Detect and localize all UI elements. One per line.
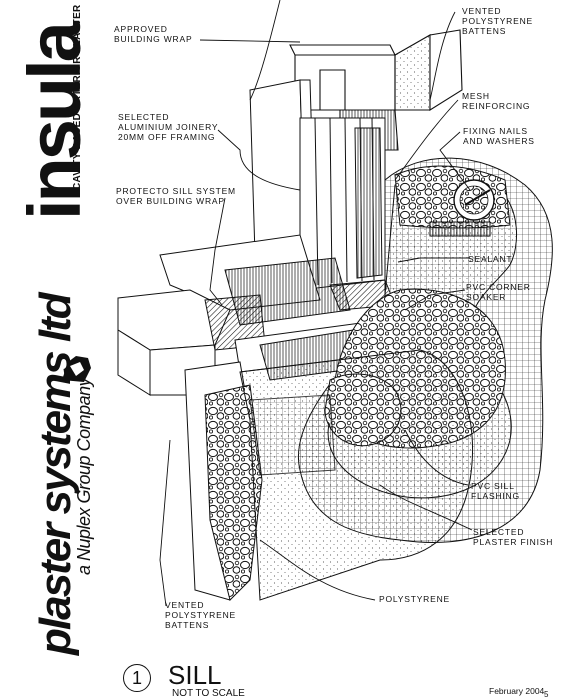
callout-vented-battens-bottom: VENTED POLYSTYRENE BATTENS — [165, 600, 236, 630]
callout-fixing-nails: FIXING NAILS AND WASHERS — [463, 126, 535, 146]
callout-plaster-finish: SELECTED PLASTER FINISH — [473, 527, 554, 547]
callout-protecto-sill: PROTECTO SILL SYSTEM OVER BUILDING WRAP — [116, 186, 236, 206]
callout-mesh-reinforcing: MESH REINFORCING — [462, 91, 531, 111]
callout-polystyrene: POLYSTYRENE — [379, 594, 450, 604]
page-marker: 5 — [544, 690, 549, 699]
callout-pvc-sill-flashing: PVC SILL FLASHING — [471, 481, 520, 501]
company-logo-icon — [62, 356, 91, 382]
detail-number: 1 — [123, 664, 151, 692]
callout-vented-battens-top: VENTED POLYSTYRENE BATTENS — [462, 6, 533, 36]
detail-title: SILL — [168, 660, 222, 690]
callout-aluminium-joinery: SELECTED ALUMINIUM JOINERY 20mm OFF FRAM… — [118, 112, 219, 142]
document-date: February 2004 — [489, 686, 545, 696]
detail-scale-note: NOT TO SCALE — [172, 688, 245, 699]
callout-pvc-corner-soaker: PVC CORNER SOAKER — [466, 282, 531, 302]
callout-sealant: SEALANT — [468, 254, 513, 264]
callout-building-wrap: APPROVED BUILDING WRAP — [114, 24, 193, 44]
